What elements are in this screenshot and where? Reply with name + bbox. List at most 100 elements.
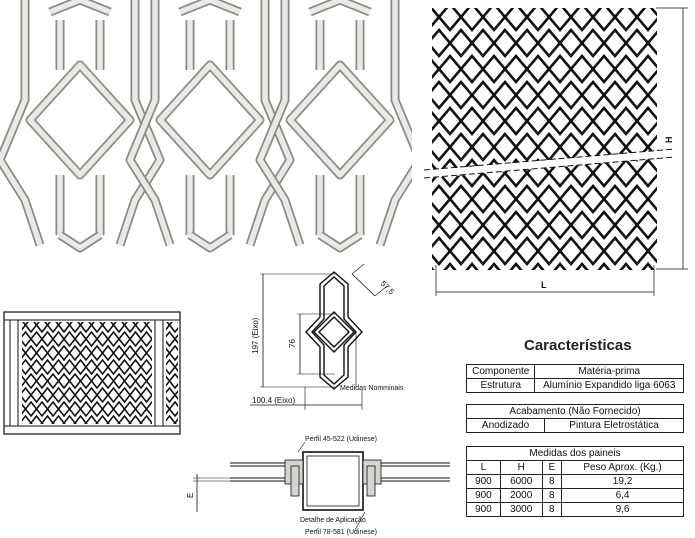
mesh-cell xyxy=(112,322,126,334)
mesh-cell xyxy=(68,400,82,418)
mesh-cell xyxy=(503,209,529,241)
mesh-cell xyxy=(139,330,152,348)
mesh-cell xyxy=(459,8,485,33)
dim-ext xyxy=(351,263,365,275)
mesh-cell xyxy=(547,53,573,85)
leader-line xyxy=(354,511,366,531)
mesh-cell xyxy=(95,386,110,404)
mesh-cell xyxy=(509,261,523,270)
mesh-cell xyxy=(106,414,121,424)
mesh-cell xyxy=(139,414,152,424)
mesh-cell xyxy=(432,79,452,111)
mesh-cell xyxy=(437,8,463,33)
mesh-cell xyxy=(569,209,595,241)
mesh-strand xyxy=(308,0,372,15)
cell-L: 900 xyxy=(466,502,501,517)
mesh-strand xyxy=(287,62,393,178)
mesh-cell xyxy=(492,27,518,59)
mesh-cell xyxy=(558,183,584,215)
mesh-cell xyxy=(123,372,137,390)
mesh-cell xyxy=(40,330,55,348)
mesh-cell xyxy=(613,105,639,137)
mesh-cell xyxy=(62,414,77,424)
mesh-cell xyxy=(481,8,507,33)
mesh-cell xyxy=(22,330,33,348)
mesh-cell xyxy=(624,79,650,111)
mesh-cell xyxy=(166,358,177,376)
mesh-cell xyxy=(569,105,595,137)
panel-mesh-pattern xyxy=(432,8,657,270)
mesh-cell xyxy=(492,79,518,111)
mesh-strand xyxy=(27,62,133,178)
mesh-cell xyxy=(459,209,485,241)
application-detail: Perfil 45-522 (Udinese) E Detalhe de Apl… xyxy=(186,436,450,536)
mesh-cell xyxy=(514,79,540,111)
mesh-cell xyxy=(22,403,27,415)
mesh-cell xyxy=(432,8,441,28)
mesh-cell xyxy=(101,344,115,362)
mesh-cell xyxy=(569,8,595,33)
mesh-cell xyxy=(624,183,650,215)
profile-box-inner xyxy=(306,455,360,507)
mesh-cell xyxy=(173,333,178,345)
mesh-cell xyxy=(624,235,650,267)
mesh-cell xyxy=(24,372,38,390)
cell-E: 8 xyxy=(541,488,563,503)
mesh-cell xyxy=(24,344,38,362)
mesh-cell xyxy=(525,8,551,33)
mesh-cell xyxy=(168,372,178,390)
mesh-cell xyxy=(134,372,148,390)
mesh-cell xyxy=(173,389,178,401)
mesh-cell xyxy=(514,131,540,163)
mesh-cell xyxy=(635,157,657,189)
framed-panel xyxy=(3,311,181,435)
mesh-cell xyxy=(29,386,44,404)
strip-mesh xyxy=(166,322,178,424)
cell-peso: 6,4 xyxy=(561,488,684,503)
glass-panes xyxy=(230,462,450,482)
mesh-cell xyxy=(575,261,589,270)
mesh-cell xyxy=(514,183,540,215)
mesh-cell xyxy=(558,131,584,163)
mesh-cell xyxy=(569,53,595,85)
perfil-bottom-label: Perfil 78-581 (Udinese) xyxy=(305,529,377,536)
break-line xyxy=(423,148,676,171)
mesh-cell xyxy=(117,330,132,348)
mesh-cell xyxy=(35,322,49,334)
mesh-cell xyxy=(90,400,104,418)
cell-aluminio: Alumínio Expandido liga 6063 xyxy=(534,378,684,393)
cell-E: 8 xyxy=(541,474,563,489)
mesh-cell xyxy=(57,372,71,390)
mesh-cell xyxy=(73,358,88,376)
mesh-cell xyxy=(24,400,38,418)
mesh-cell xyxy=(62,330,77,348)
mesh-cell xyxy=(139,386,152,404)
mesh-cell xyxy=(40,386,55,404)
medidas-table: Medidas dos paineis L H E Peso Aprox. (K… xyxy=(466,446,684,517)
mesh-cell xyxy=(51,358,66,376)
mesh-cell xyxy=(619,261,633,270)
mesh-cell xyxy=(134,344,148,362)
mesh-cell xyxy=(123,322,137,334)
mesh-cell xyxy=(145,322,152,334)
mesh-cell xyxy=(84,358,99,376)
mesh-cell xyxy=(635,105,657,137)
cell-estrutura: Estrutura xyxy=(465,378,536,393)
mesh-cell xyxy=(591,53,617,85)
mesh-strand xyxy=(318,232,362,251)
mesh-cell xyxy=(536,131,562,163)
mesh-cell xyxy=(173,417,178,424)
break-line xyxy=(423,156,676,179)
mesh-cell xyxy=(432,235,452,267)
mesh-cell xyxy=(79,344,93,362)
mesh-strand xyxy=(0,0,43,246)
frame-outer xyxy=(3,311,181,435)
mesh-cell xyxy=(547,209,573,241)
mesh-cell xyxy=(166,322,171,331)
mesh-strand xyxy=(48,0,112,15)
mesh-strand xyxy=(117,0,163,246)
mesh-cell xyxy=(547,157,573,189)
mesh-cell xyxy=(624,27,650,59)
mesh-cell xyxy=(128,414,143,424)
mesh-cell xyxy=(73,414,88,424)
